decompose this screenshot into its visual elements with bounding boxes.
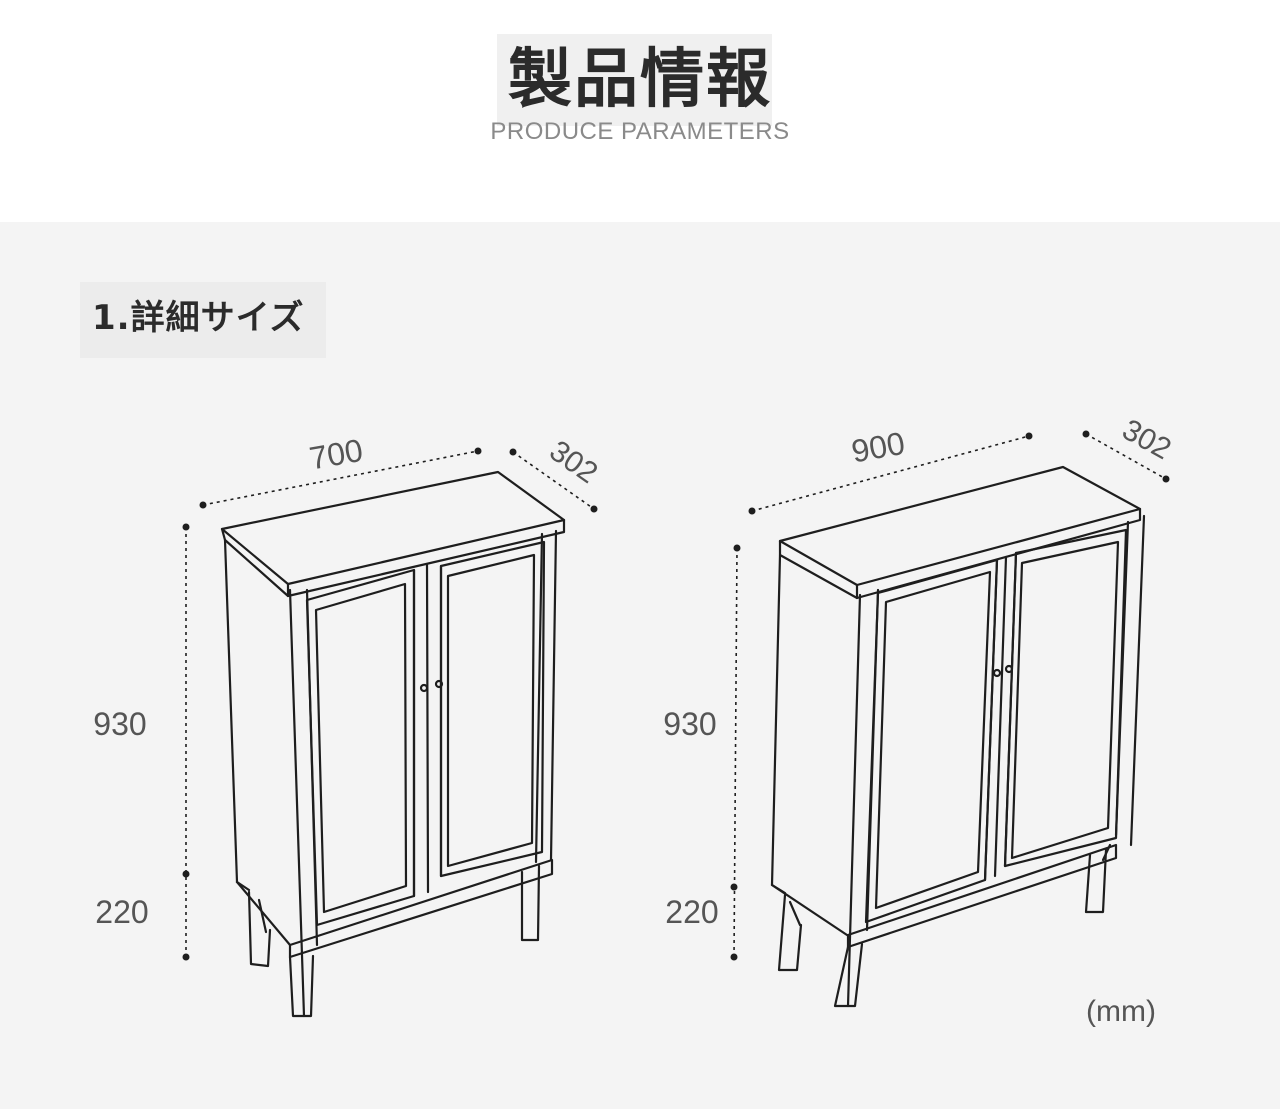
cabinet-900-leg-front-left <box>833 942 864 1008</box>
section-title: 1.詳細サイズ <box>92 298 305 338</box>
dim-line-900-width <box>751 435 1030 512</box>
cabinet-700-leg-back-left <box>247 890 272 968</box>
cabinet-900-knob-right <box>1004 664 1014 674</box>
title-highlight <box>497 34 772 126</box>
unit-label: (mm) <box>1086 995 1156 1028</box>
cabinet-700-side <box>223 538 292 947</box>
label-900-depth: 302 <box>1117 413 1177 466</box>
label-900-width: 900 <box>849 425 908 470</box>
page-subtitle: PRODUCE PARAMETERS <box>490 118 790 145</box>
label-700-height: 930 <box>93 706 146 742</box>
label-700-leg-height: 220 <box>95 894 148 930</box>
cabinet-900-knob-left <box>992 668 1002 678</box>
dim-endpoints <box>182 430 1170 961</box>
section-highlight <box>80 282 326 358</box>
cabinet-900-base-rail <box>846 843 1118 949</box>
cabinet-700-drawing <box>220 470 566 1018</box>
cabinet-900-leg-front-right <box>1084 848 1108 914</box>
cabinet-900-drawing <box>770 465 1146 1008</box>
label-900-height: 930 <box>663 706 716 742</box>
cabinet-700-right-door <box>439 540 546 878</box>
dim-line-700-depth <box>512 451 595 510</box>
cabinet-900-side <box>770 553 849 937</box>
cabinet-900-top <box>778 465 1142 587</box>
cabinet-700-leg-front-left <box>288 954 315 1018</box>
cabinet-700-top <box>220 470 566 586</box>
cabinet-700-base-rail <box>288 858 554 959</box>
cabinet-700-knob-left <box>419 683 429 693</box>
cabinet-700-knob-right <box>434 679 444 689</box>
page-title: 製品情報 <box>508 43 772 117</box>
label-700-width: 700 <box>307 432 366 477</box>
dim-line-900-depth <box>1085 433 1167 480</box>
cabinet-900-leg-back-left <box>777 893 803 972</box>
cabinet-700-leg-front-right <box>520 864 541 942</box>
dim-line-700-width <box>202 450 479 506</box>
header: 製品情報 PRODUCE PARAMETERS <box>0 0 1280 222</box>
label-700-depth: 302 <box>543 434 603 490</box>
dimensions-panel <box>0 222 1280 1109</box>
label-900-leg-height: 220 <box>665 894 718 930</box>
dim-line-900-height <box>733 547 738 958</box>
